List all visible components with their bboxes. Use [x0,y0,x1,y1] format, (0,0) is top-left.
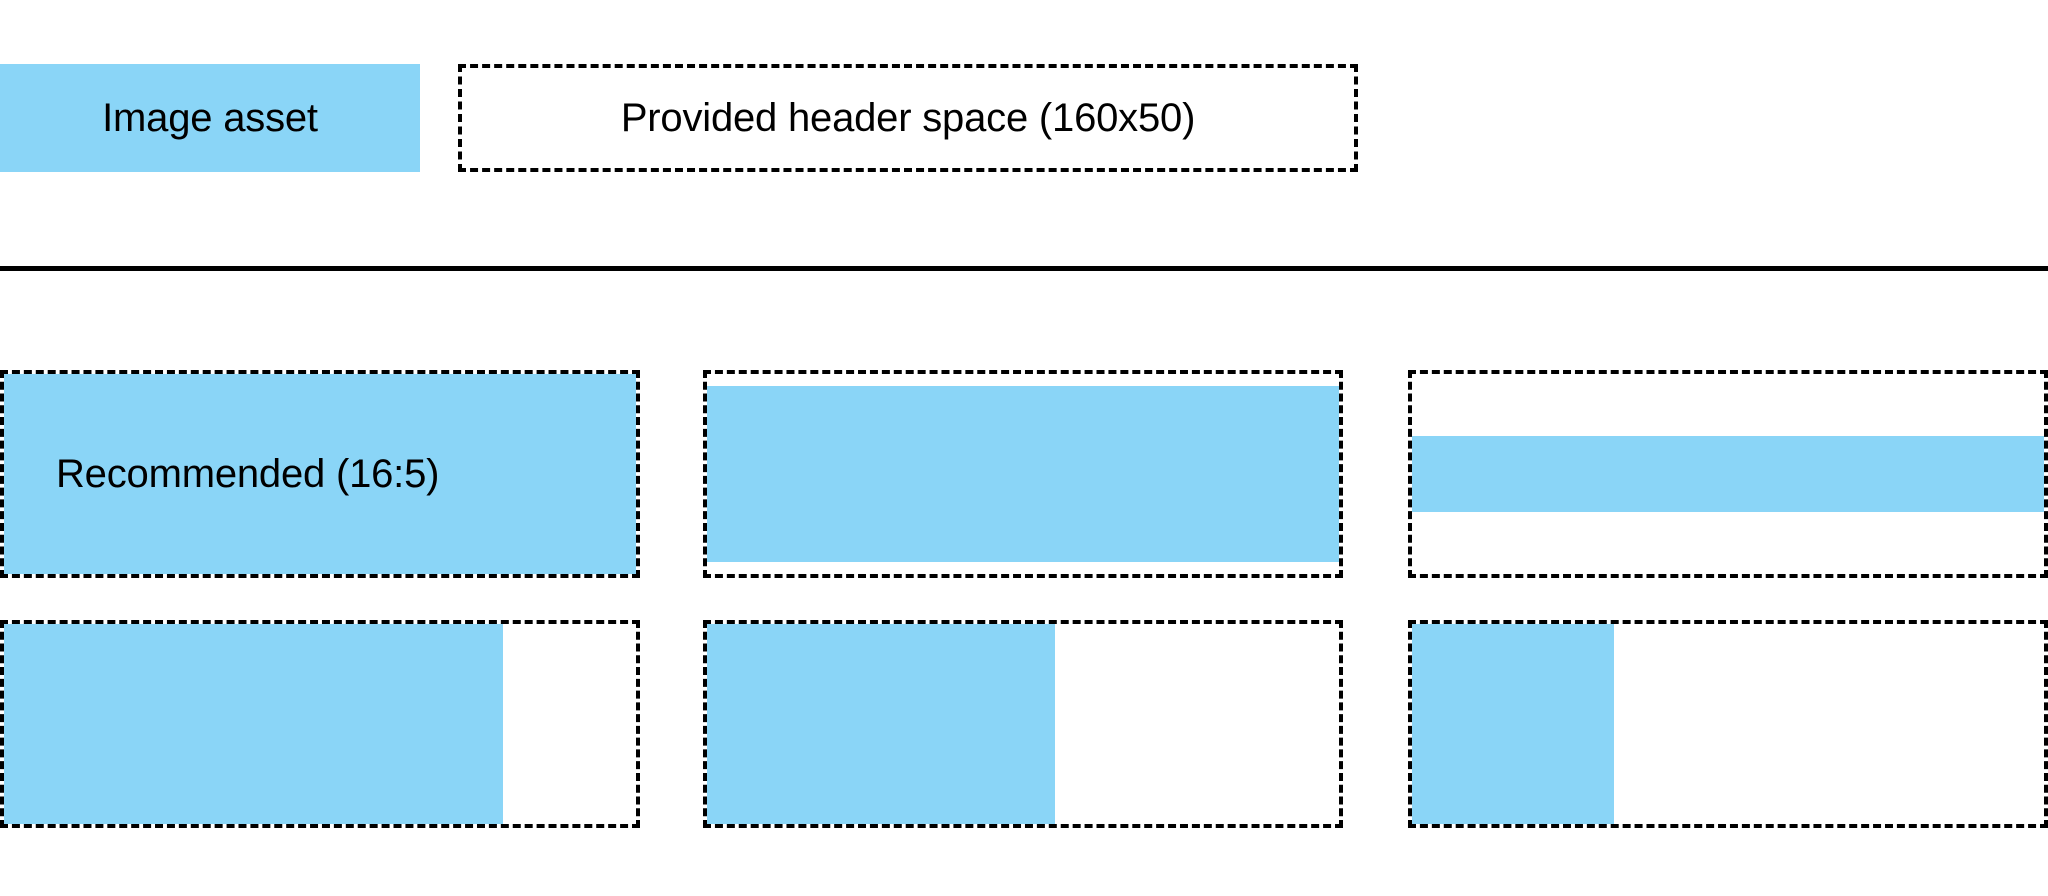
asset-fill [1412,436,2044,512]
specimen-cell-width-55 [703,620,1343,828]
provided-header-space-box: Provided header space (160x50) [458,64,1358,172]
image-asset-swatch: Image asset [0,64,420,172]
asset-fill [1412,624,1615,824]
specimen-cell-recommended: Recommended (16:5) [0,370,640,578]
legend-row: Image asset Provided header space (160x5… [0,64,1360,172]
specimen-cell-short-band [1408,370,2048,578]
image-asset-label: Image asset [102,96,318,140]
asset-fill [4,624,504,824]
specimen-cell-width-80 [0,620,640,828]
specimen-row-2 [0,620,2048,828]
recommended-ratio-label: Recommended (16:5) [56,452,440,496]
provided-header-space-label: Provided header space (160x50) [620,96,1196,140]
asset-fill [707,386,1339,562]
specimen-cell-inset-vertical [703,370,1343,578]
specimen-row-1: Recommended (16:5) [0,370,2048,578]
specimen-cell-width-33 [1408,620,2048,828]
section-divider [0,266,2048,271]
asset-fill [4,374,636,574]
asset-fill [707,624,1055,824]
